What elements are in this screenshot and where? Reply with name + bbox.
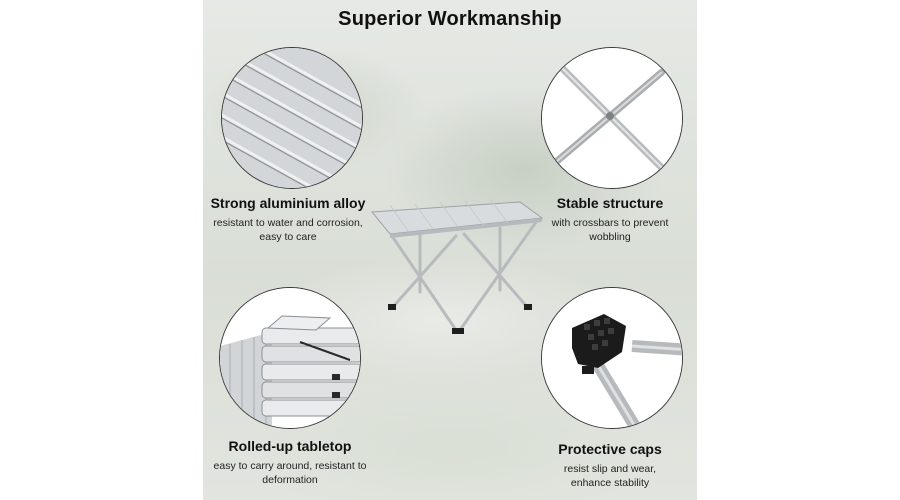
alloy-feature-description: resistant to water and corrosion, easy t… [213,217,363,243]
banner-title: Superior Workmanship [338,8,562,30]
tabletop-feature-description: easy to carry around, resistant to defor… [213,460,367,486]
rolled-tabletop-closeup-image [219,287,361,429]
alloy-feature-title: Strong aluminium alloy [210,195,366,211]
alloy-closeup-image [221,47,363,189]
caps-feature-description: resist slip and wear, enhance stability [563,463,657,489]
folding-table-image [360,190,550,340]
structure-feature-title: Stable structure [556,195,664,211]
structure-feature-description: with crossbars to prevent wobbling [551,217,669,243]
caps-feature-title: Protective caps [558,441,662,457]
tabletop-feature-title: Rolled-up tabletop [228,438,352,454]
protective-cap-closeup-image [541,287,683,429]
crossbar-closeup-image [541,47,683,189]
